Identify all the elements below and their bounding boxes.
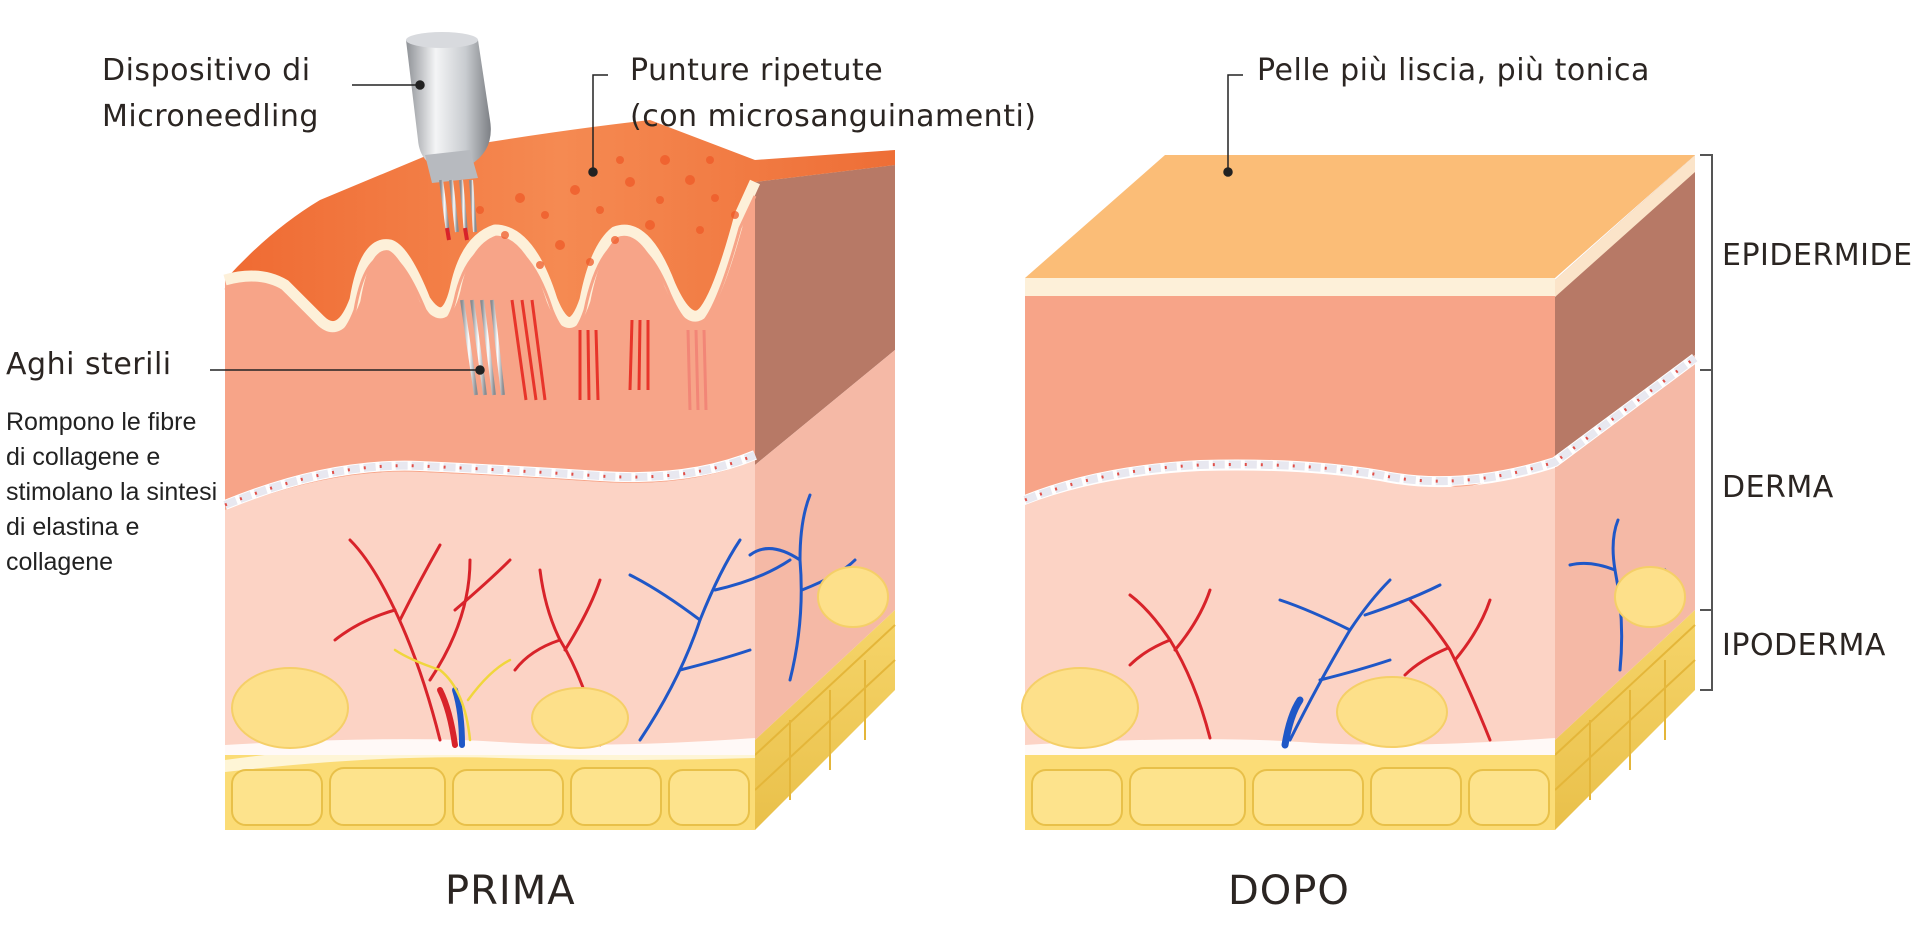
before-blood-vessels	[333, 493, 857, 748]
after-caption: DOPO	[1228, 868, 1350, 914]
needles-label: Aghi sterili	[6, 347, 172, 382]
before-dermis	[225, 460, 755, 755]
before-fat-lobules	[231, 566, 889, 749]
after-fat-lobules	[1021, 566, 1686, 749]
sterile-needles-icon	[460, 299, 505, 396]
needles-description: Rompono le fibre di collagene e stimolan…	[6, 408, 218, 576]
after-side-face	[1554, 155, 1696, 830]
epidermis-label: EPIDERMIDE	[1722, 238, 1913, 273]
dermis-label: DERMA	[1722, 470, 1834, 505]
before-skin-block	[223, 32, 896, 830]
layer-brackets	[1700, 154, 1713, 691]
after-epidermis	[1023, 278, 1698, 505]
after-hypodermis	[1025, 755, 1555, 830]
hypodermis-label: IPODERMA	[1722, 628, 1886, 663]
device-label: Dispositivo di Microneedling	[102, 53, 319, 134]
leader-lines	[210, 74, 1243, 375]
before-side-face	[754, 155, 896, 830]
before-epidermis-surface	[223, 120, 895, 339]
microneedling-device-icon	[406, 32, 491, 241]
punctures-label: Punture ripetute (con microsanguinamenti…	[630, 53, 1037, 134]
smooth-skin-label: Pelle più liscia, più tonica	[1257, 53, 1650, 88]
before-caption: PRIMA	[445, 868, 576, 914]
needle-tracks	[510, 299, 708, 411]
after-blood-vessels	[1128, 518, 1667, 749]
after-epidermis-surface	[1025, 155, 1695, 278]
after-skin-block	[1021, 155, 1698, 830]
